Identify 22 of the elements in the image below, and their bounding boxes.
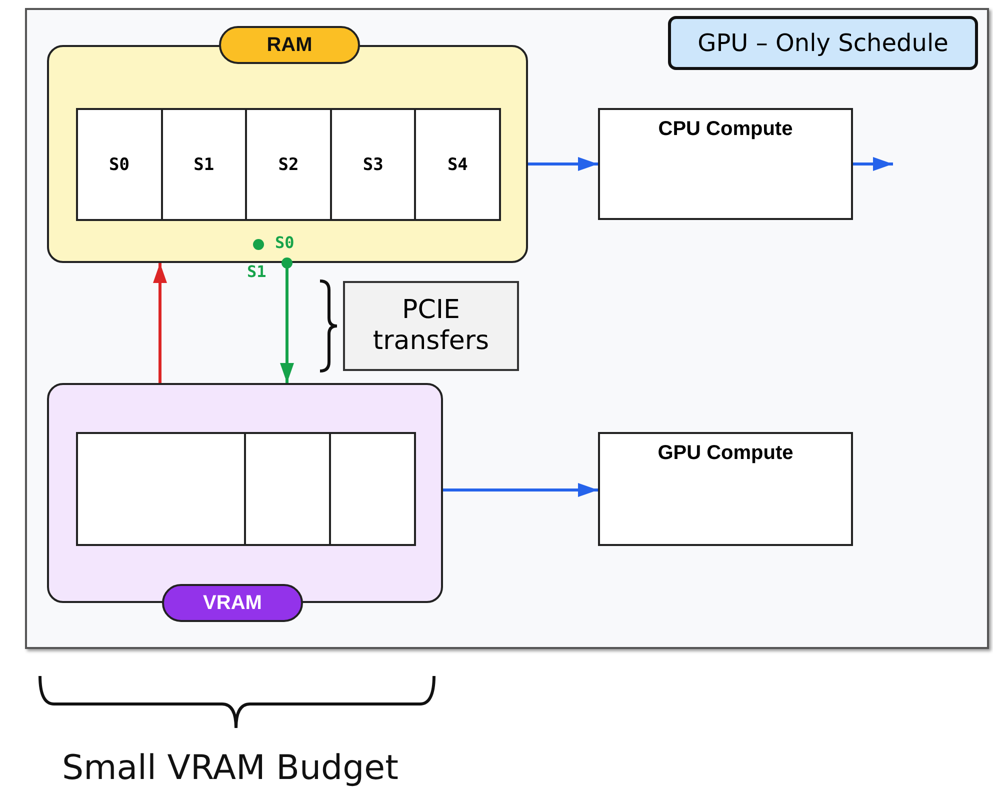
arrow: [528, 157, 598, 171]
arrow: [153, 263, 167, 383]
memory-slot: [76, 432, 246, 546]
memory-slot: S4: [414, 108, 501, 221]
arrow: [853, 157, 893, 171]
memory-slot: [244, 432, 331, 546]
budget-label: Small VRAM Budget: [62, 748, 398, 788]
compute-box: GPU Compute: [598, 432, 853, 546]
memory-tag: RAM: [219, 26, 360, 64]
compute-box: CPU Compute: [598, 108, 853, 220]
memory-slot: S3: [330, 108, 416, 221]
memory-slot: [329, 432, 416, 546]
arrow: [443, 483, 598, 497]
arrow: [280, 258, 294, 383]
slot-label: S1: [247, 262, 266, 281]
memory-slot: S1: [160, 108, 248, 221]
slot-label: S0: [275, 233, 294, 252]
memory-slot: S0: [76, 108, 163, 221]
memory-slot: S2: [245, 108, 332, 221]
note-box: PCIE transfers: [343, 281, 519, 371]
memory-tag: VRAM: [162, 584, 303, 622]
title-box: GPU – Only Schedule: [668, 16, 978, 70]
